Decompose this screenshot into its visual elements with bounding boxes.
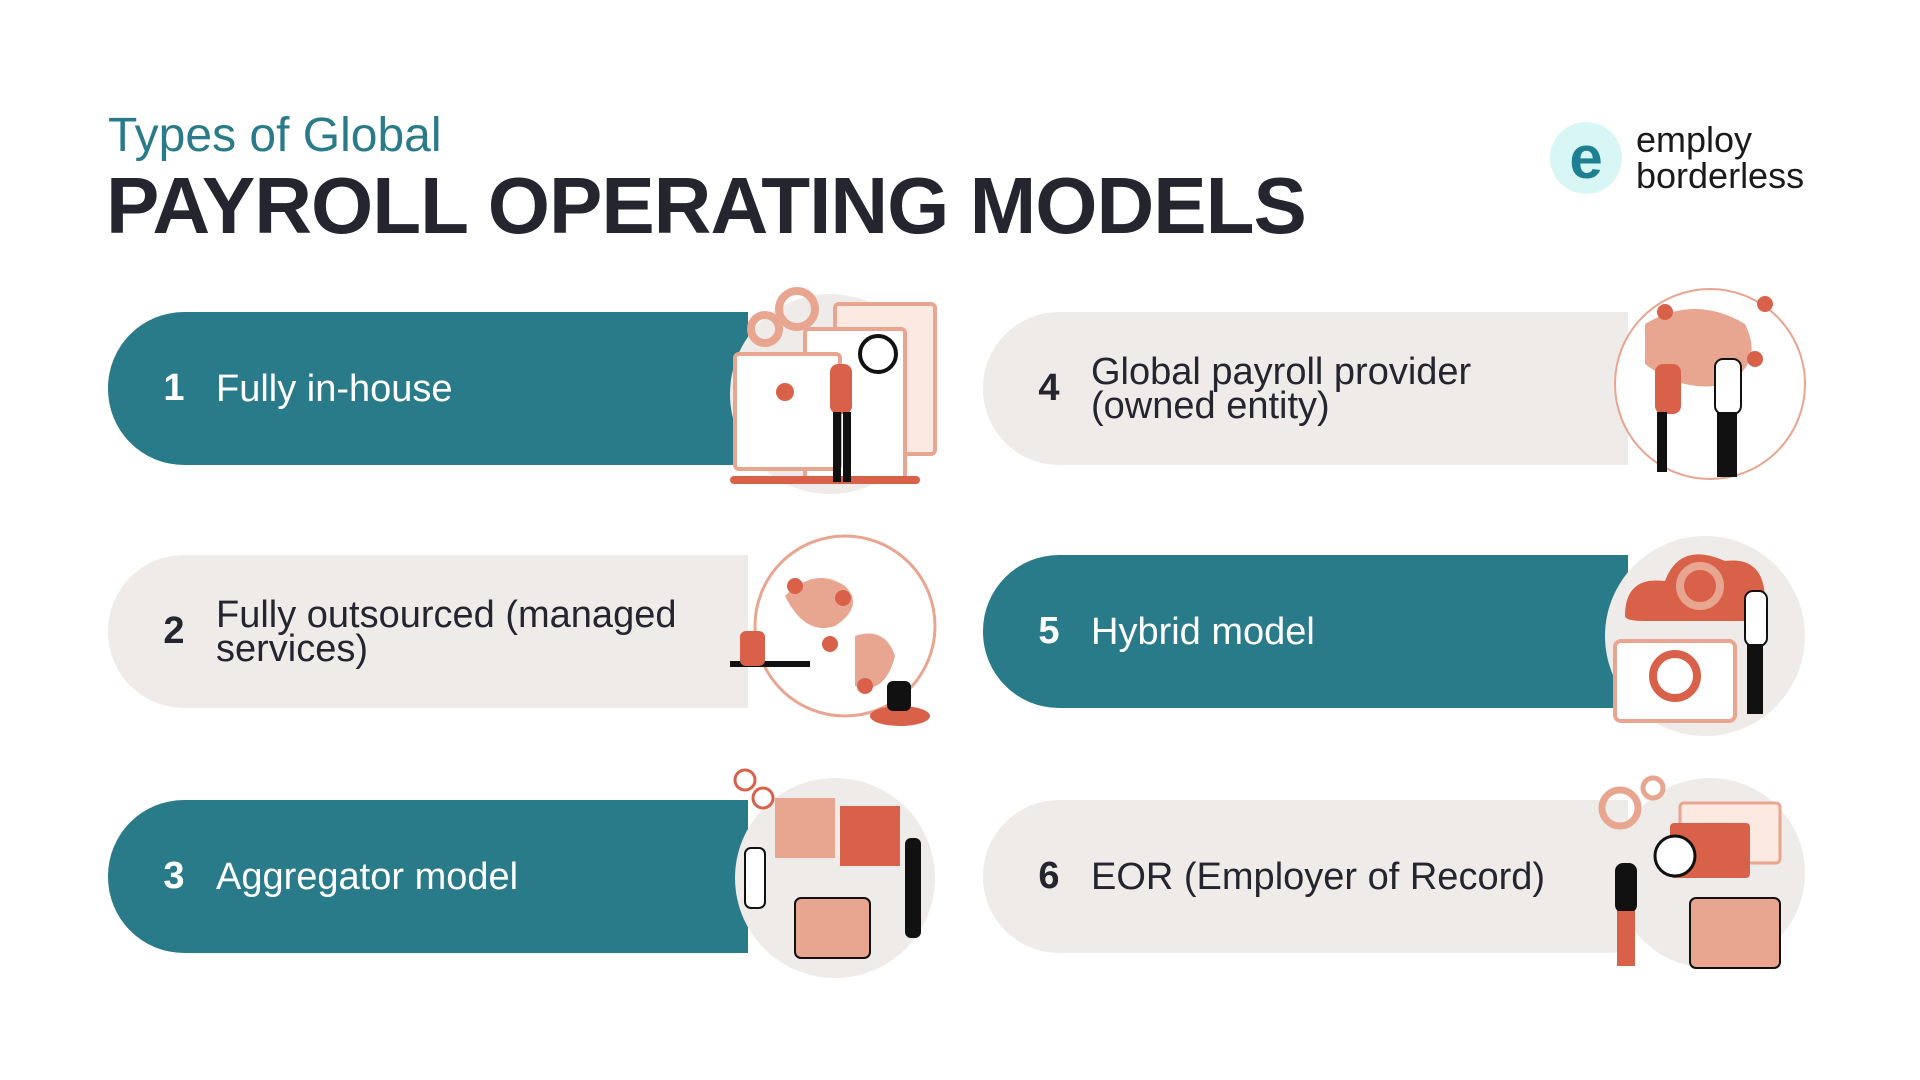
model-number: 2 [163, 610, 185, 652]
model-number: 1 [163, 367, 185, 409]
globe-handshake-illustration-icon [1614, 288, 1806, 480]
model-card-4: 4 Global payroll provider (owned entity) [983, 312, 1628, 465]
model-label: Hybrid model [1091, 610, 1315, 653]
page-subtitle: Types of Global [108, 109, 442, 162]
model-number: 4 [1038, 367, 1060, 409]
model-label: Global payroll provider (owned entity) [1091, 350, 1472, 427]
model-label: Aggregator model [216, 855, 519, 898]
model-card-3: 3 Aggregator model [108, 800, 748, 953]
model-card-5: 5 Hybrid model [983, 555, 1628, 708]
logo-line-1: employ [1636, 119, 1753, 160]
page-title: PAYROLL OPERATING MODELS [106, 161, 1307, 250]
globe-remote-workers-illustration-icon [730, 534, 937, 726]
id-card-briefcase-illustration-icon [1598, 775, 1805, 969]
model-card-1: 1 Fully in-house [108, 312, 748, 465]
model-label: EOR (Employer of Record) [1091, 855, 1546, 898]
model-card-6: 6 EOR (Employer of Record) [983, 800, 1628, 953]
model-number: 6 [1038, 855, 1060, 897]
logo-e-icon: e [1550, 122, 1622, 194]
model-label: Fully in-house [216, 367, 453, 410]
employ-borderless-logo: e employ borderless [1550, 122, 1804, 194]
cloud-gears-illustration-icon [1605, 536, 1805, 736]
logo-line-2: borderless [1636, 155, 1805, 196]
webpages-magnifier-illustration-icon [730, 287, 937, 494]
model-number: 5 [1038, 610, 1060, 652]
model-label: Fully outsourced (managed services) [216, 593, 677, 670]
model-number: 3 [163, 855, 185, 897]
model-card-2: 2 Fully outsourced (managed services) [108, 555, 748, 708]
puzzle-briefcase-illustration-icon [733, 768, 935, 978]
